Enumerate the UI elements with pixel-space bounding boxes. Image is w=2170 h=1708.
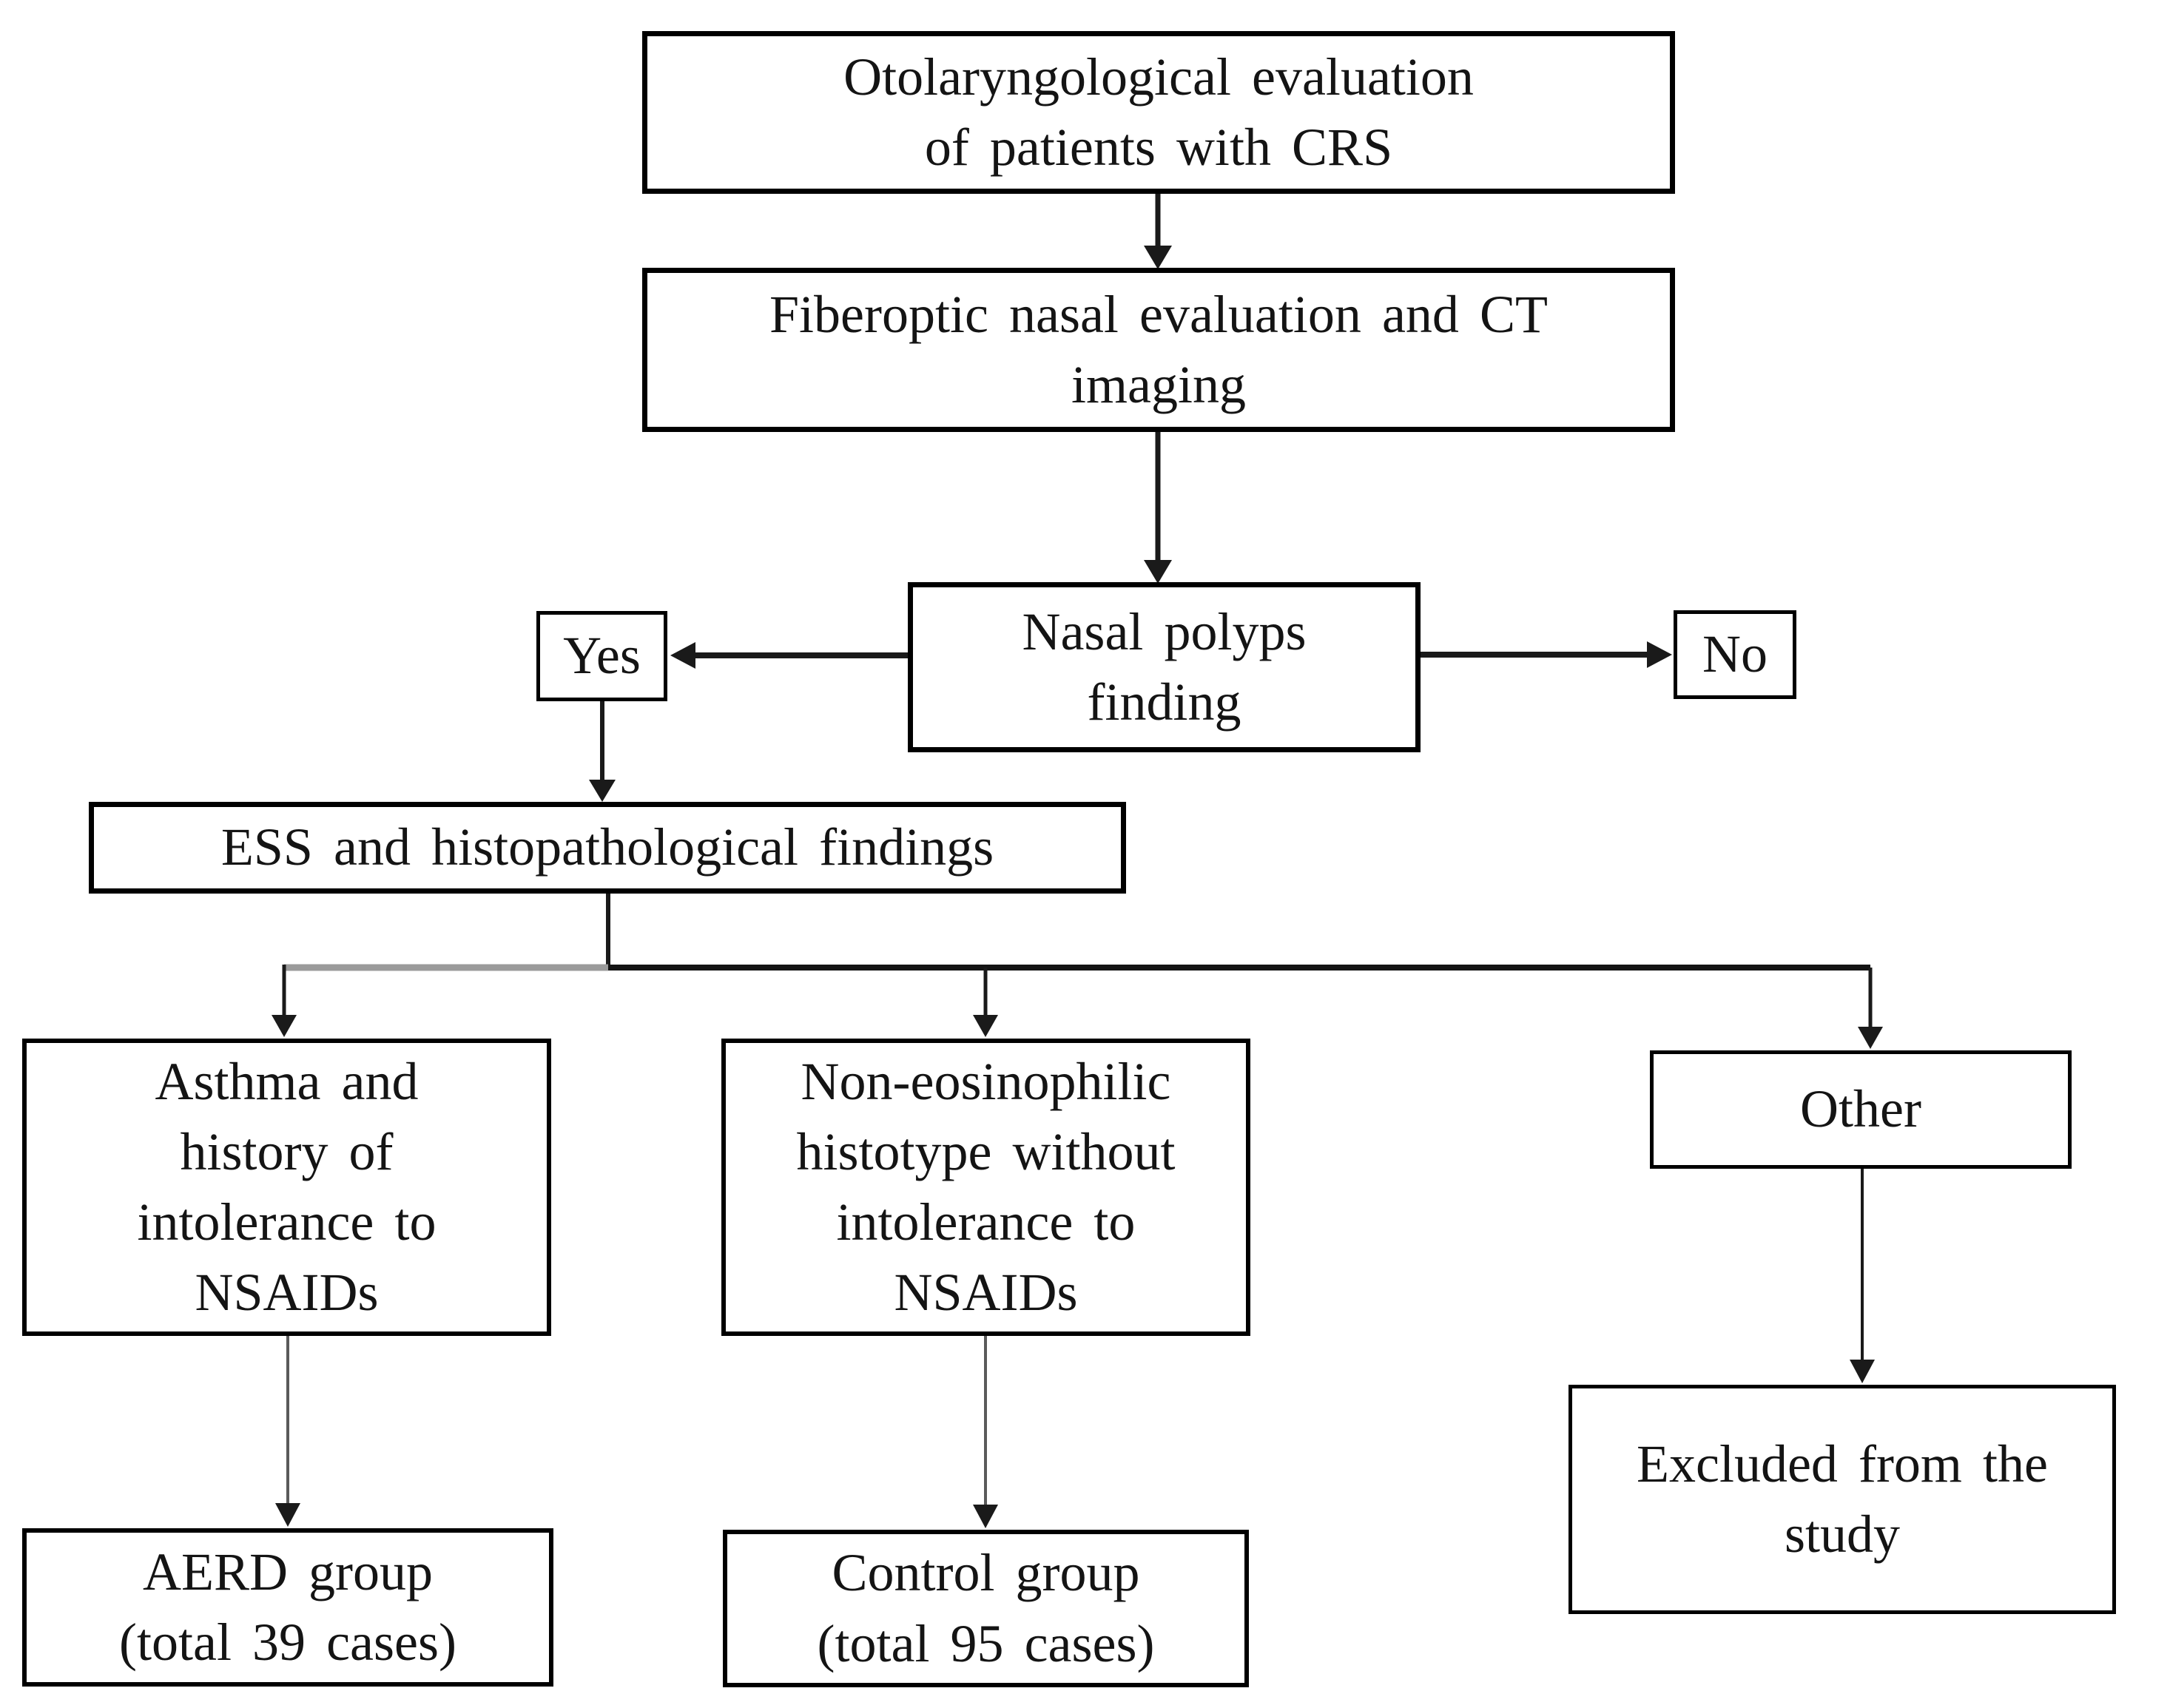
arrow-polyps-to-no (1421, 641, 1672, 668)
node-ess-histopathological-findings: ESS and histopathological findings (89, 802, 1126, 894)
node-no: No (1674, 610, 1796, 699)
arrow-yes-to-ess (589, 701, 616, 802)
arrow-branch-to-noneos (973, 968, 998, 1037)
arrow-branch-to-other (1858, 968, 1883, 1049)
node-fiberoptic-evaluation: Fiberoptic nasal evaluation and CT imagi… (642, 268, 1675, 432)
node-ess-histopathological-findings-label: ESS and histopathological findings (220, 817, 994, 877)
node-otolaryngological-evaluation-label: Otolaryngological evaluation of patients… (843, 47, 1474, 177)
arrow-fiberoptic-to-polyps (1144, 432, 1172, 584)
arrow-evaluation-to-fiberoptic (1144, 194, 1172, 269)
node-excluded-from-study-label: Excluded from the study (1637, 1434, 2048, 1564)
node-aerd-group-label: AERD group (total 39 cases) (119, 1542, 456, 1672)
node-yes-label: Yes (563, 626, 641, 686)
arrow-branch-to-asthma (272, 965, 297, 1037)
node-control-group-label: Control group (total 95 cases) (817, 1543, 1155, 1673)
arrow-other-to-excluded (1850, 1169, 1875, 1383)
node-control-group: Control group (total 95 cases) (723, 1530, 1249, 1687)
node-otolaryngological-evaluation: Otolaryngological evaluation of patients… (642, 31, 1675, 194)
node-non-eosinophilic-histotype-label: Non-eosinophilic histotype without intol… (796, 1051, 1176, 1323)
node-non-eosinophilic-histotype: Non-eosinophilic histotype without intol… (721, 1039, 1250, 1336)
node-other: Other (1650, 1050, 2072, 1169)
node-asthma-nsaid-intolerance: Asthma and history of intolerance to NSA… (22, 1039, 551, 1336)
node-yes: Yes (536, 611, 667, 701)
node-no-label: No (1702, 624, 1768, 684)
node-nasal-polyps-finding-label: Nasal polyps finding (1022, 601, 1307, 732)
arrow-asthma-to-aerd (275, 1336, 300, 1527)
node-other-label: Other (1800, 1079, 1921, 1139)
arrow-polyps-to-yes (670, 642, 908, 669)
node-fiberoptic-evaluation-label: Fiberoptic nasal evaluation and CT imagi… (769, 284, 1549, 414)
node-asthma-nsaid-intolerance-label: Asthma and history of intolerance to NSA… (137, 1051, 437, 1323)
arrow-noneos-to-control (973, 1336, 998, 1528)
node-excluded-from-study: Excluded from the study (1568, 1385, 2116, 1614)
node-aerd-group: AERD group (total 39 cases) (22, 1528, 553, 1687)
node-nasal-polyps-finding: Nasal polyps finding (908, 582, 1421, 752)
